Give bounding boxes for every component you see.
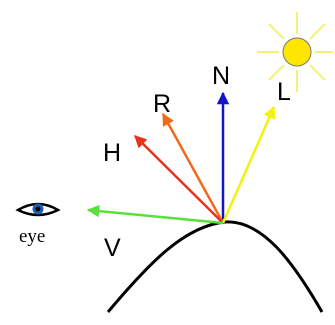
sun-icon [257, 12, 333, 92]
eye-icon [15, 202, 61, 217]
reflection-vector [161, 112, 225, 224]
eye-label: eye [19, 226, 45, 247]
light-label: L [277, 78, 291, 106]
normal-label: N [212, 62, 230, 90]
reflection-label: R [153, 90, 171, 118]
surface-curve [106, 220, 324, 313]
light-vector [221, 105, 276, 224]
halfway-vector [134, 135, 224, 224]
view-vector [86, 204, 224, 225]
view-label: V [104, 234, 121, 262]
halfway-label: H [103, 139, 121, 167]
